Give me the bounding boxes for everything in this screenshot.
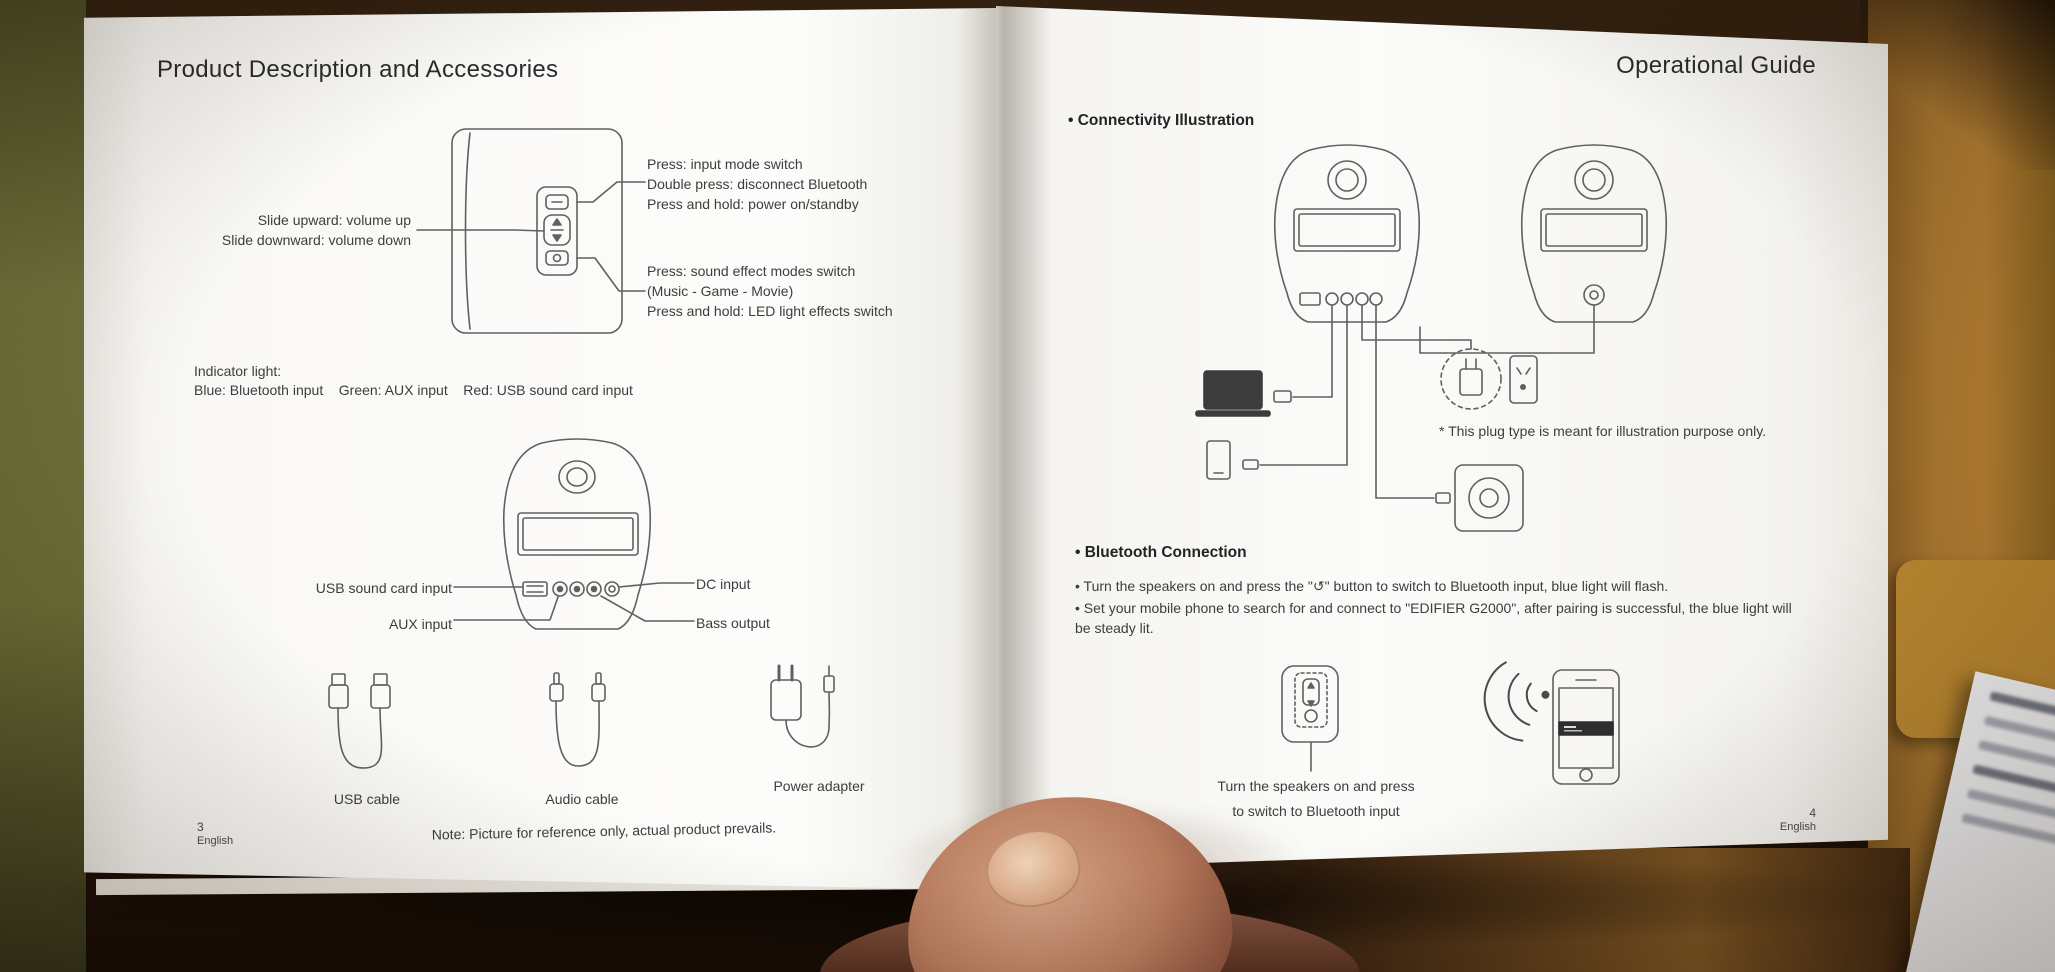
left-page-footer: 3 English	[197, 820, 233, 848]
sound-button-labels: Press: sound effect modes switch (Music …	[647, 261, 967, 321]
right-page-title: Operational Guide	[1616, 52, 1816, 79]
usb-sound-card-input-label: USB sound card input	[315, 580, 452, 596]
bass-output-label: Bass output	[696, 615, 770, 631]
power-adapter-label: Power adapter	[773, 778, 865, 794]
cardboard-shadow-top	[1860, 0, 2055, 170]
audio-cable-label: Audio cable	[545, 791, 619, 807]
volume-up-label: Slide upward: volume up	[257, 212, 411, 228]
connectivity-diagram	[1195, 144, 1668, 532]
background-left-strip	[0, 0, 86, 972]
input-button-labels: Press: input mode switch Double press: d…	[647, 154, 947, 214]
plug-type-note: * This plug type is meant for illustrati…	[1439, 423, 1767, 439]
usb-cable-icon	[328, 673, 391, 769]
led-effects-label: Press and hold: LED light effects switch	[647, 303, 893, 319]
left-page-language: English	[197, 835, 234, 847]
bluetooth-caption-line1: Turn the speakers on and press	[1217, 778, 1415, 794]
usb-cable-label: USB cable	[333, 791, 401, 807]
bluetooth-speaker-button-icon	[1281, 665, 1339, 772]
connectivity-heading: • Connectivity Illustration	[1068, 112, 1255, 129]
disconnect-bt-label: Double press: disconnect Bluetooth	[647, 176, 868, 192]
indicator-light-block: Indicator light: Blue: Bluetooth input G…	[194, 362, 834, 400]
sound-modes-label: Press: sound effect modes switch	[647, 263, 856, 279]
audio-cable-icon	[549, 672, 606, 767]
indicator-light-title: Indicator light:	[194, 363, 282, 379]
bluetooth-caption: Turn the speakers on and press to switch…	[1171, 774, 1461, 824]
volume-labels: Slide upward: volume up Slide downward: …	[164, 210, 411, 250]
input-mode-label: Press: input mode switch	[647, 156, 803, 172]
indicator-light-detail: Blue: Bluetooth input Green: AUX input R…	[194, 382, 633, 398]
right-page-number: 4	[1809, 806, 1816, 820]
paper-scrap-line	[1961, 813, 2055, 860]
volume-down-label: Slide downward: volume down	[221, 232, 411, 248]
sound-modes-list-label: (Music - Game - Movie)	[647, 283, 794, 299]
right-page-footer: 4 English	[1726, 806, 1816, 834]
right-page-language: English	[1779, 821, 1816, 833]
power-adapter-icon	[770, 664, 835, 748]
smartphone-bluetooth-icon	[1483, 661, 1620, 785]
power-standby-label: Press and hold: power on/standby	[647, 196, 859, 212]
left-page-title: Product Description and Accessories	[157, 56, 559, 83]
manual-page-left: Product Description and Accessories	[84, 8, 996, 890]
bluetooth-step2: • Set your mobile phone to search for an…	[1075, 600, 1792, 636]
aux-input-label: AUX input	[388, 616, 452, 632]
bluetooth-caption-line2: to switch to Bluetooth input	[1232, 803, 1400, 819]
reference-note: Note: Picture for reference only, actual…	[431, 819, 777, 843]
dc-input-label: DC input	[696, 576, 751, 592]
speaker-rear-view-icon	[453, 438, 695, 630]
bluetooth-waves-icon	[1483, 661, 1550, 742]
bluetooth-step1: • Turn the speakers on and press the "↺"…	[1075, 578, 1669, 594]
left-page-number: 3	[197, 820, 204, 834]
bluetooth-heading: • Bluetooth Connection	[1075, 544, 1247, 561]
manual-page-right: Operational Guide • Connectivity Illustr…	[996, 6, 1888, 870]
speaker-side-view-icon	[416, 128, 646, 334]
